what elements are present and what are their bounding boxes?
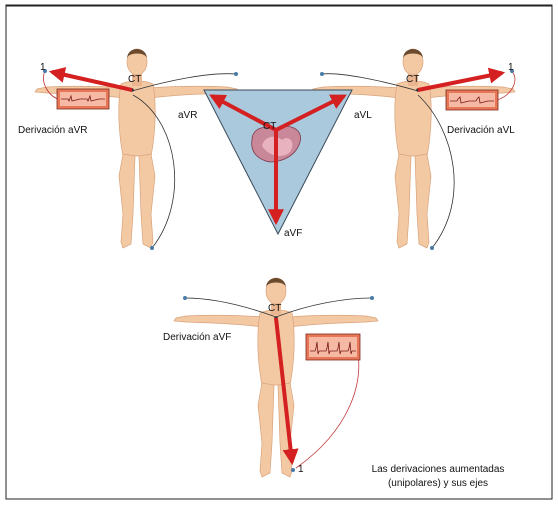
electrode-icon bbox=[370, 296, 374, 300]
caption-avl: Derivación aVL bbox=[447, 125, 515, 136]
ct-label: CT bbox=[406, 74, 419, 85]
ecg-strip-icon bbox=[446, 90, 498, 110]
electrode-number: 1 bbox=[298, 464, 304, 475]
electrode-number: 1 bbox=[508, 62, 514, 73]
ct-label: CT bbox=[268, 303, 281, 314]
footnote-line-1: Las derivaciones aumentadas bbox=[372, 464, 505, 475]
footnote-line-2: (unipolares) y sus ejes bbox=[388, 478, 488, 489]
electrode-icon bbox=[291, 468, 295, 472]
caption-avr: Derivación aVR bbox=[18, 125, 87, 136]
avl-label: aVL bbox=[354, 110, 372, 121]
electrode-icon bbox=[183, 296, 187, 300]
ct-label: CT bbox=[128, 74, 141, 85]
caption-avf: Derivación aVF bbox=[163, 332, 231, 343]
electrode-icon bbox=[150, 246, 154, 250]
electrode-icon bbox=[430, 246, 434, 250]
ct-label: CT bbox=[263, 121, 276, 132]
avr-label: aVR bbox=[178, 110, 197, 121]
electrode-number: 1 bbox=[40, 62, 46, 73]
top-rule bbox=[6, 5, 552, 7]
electrode-icon bbox=[234, 72, 238, 76]
avf-label: aVF bbox=[284, 228, 302, 239]
ecg-strip-icon bbox=[57, 89, 109, 109]
ecg-strip-icon bbox=[306, 334, 360, 360]
electrode-icon bbox=[320, 72, 324, 76]
